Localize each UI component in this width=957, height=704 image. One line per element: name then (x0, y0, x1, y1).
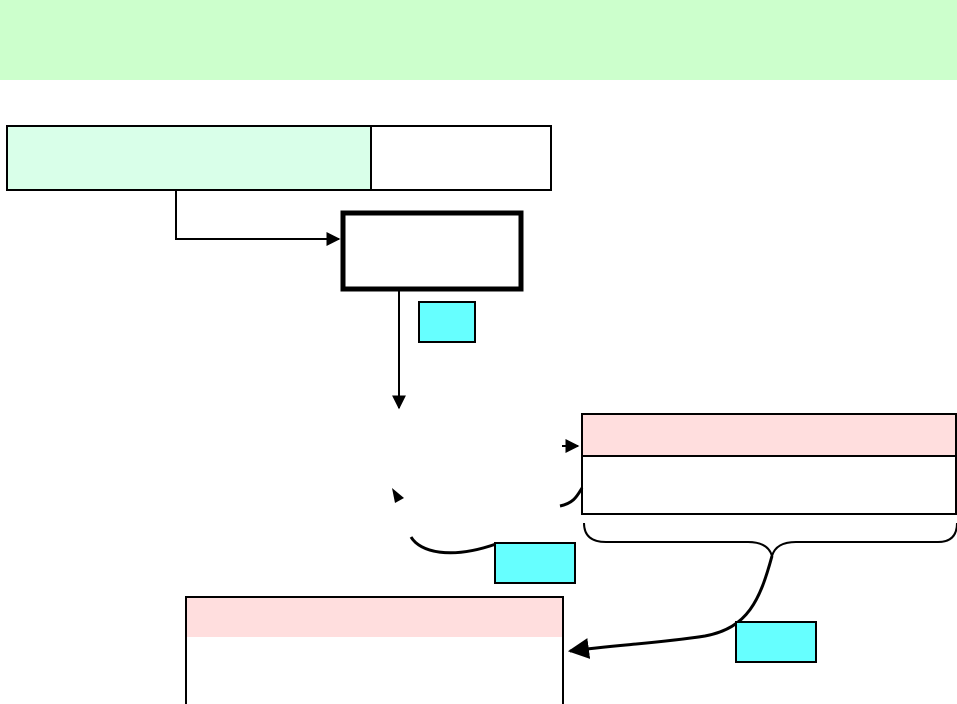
connector-brace-to-bottom (567, 555, 774, 659)
header-band (0, 0, 957, 80)
arrow-into-center (392, 488, 404, 503)
tag-2 (494, 542, 576, 584)
top-left-box (6, 125, 372, 191)
top-right-box (370, 125, 552, 191)
connector-top-to-center (175, 190, 341, 246)
tag-1 (418, 301, 476, 343)
bold-center-box (340, 210, 524, 292)
connector-center-to-tag2 (409, 536, 497, 555)
tag-3 (735, 621, 817, 663)
connector-right-to-center (559, 487, 584, 508)
right-table-brace (583, 522, 957, 560)
bottom-table-outline (185, 596, 564, 704)
bottom-table-header (186, 597, 563, 637)
right-table-body (581, 455, 957, 515)
right-table-header (581, 413, 957, 457)
